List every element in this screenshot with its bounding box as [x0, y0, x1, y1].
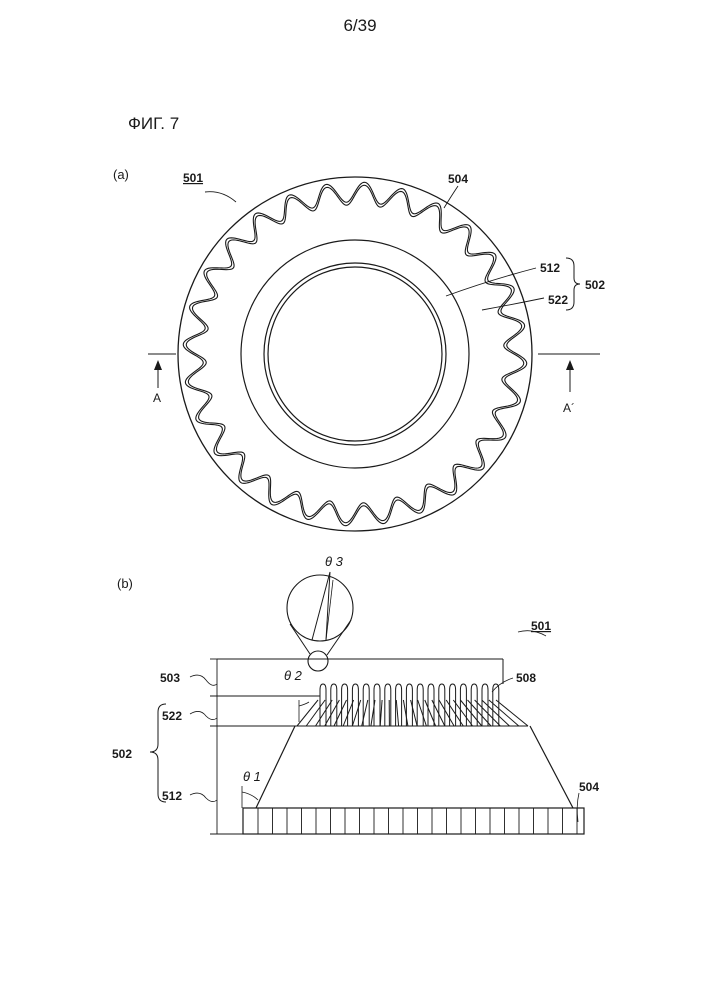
- theta1-arc: [242, 792, 258, 800]
- panel-label-b: (b): [117, 576, 133, 591]
- theta3-label: θ 3: [325, 554, 344, 569]
- pleat-fold: [403, 700, 408, 726]
- arrowhead-right-icon: [566, 360, 574, 370]
- theta2-label: θ 2: [284, 668, 303, 683]
- pleat-loop: [331, 684, 337, 726]
- pleat-fold: [362, 700, 368, 726]
- ref-512-a: 512: [540, 261, 560, 275]
- pleat-loop: [374, 684, 380, 726]
- ref-503: 503: [160, 671, 180, 685]
- pleat-fold: [306, 700, 325, 726]
- leader-512-b: [190, 793, 217, 802]
- magnifier-target-circle: [308, 651, 328, 671]
- pleat-fold: [439, 700, 454, 726]
- ring-512-inner-circle: [268, 267, 442, 441]
- ring-522-circle: [241, 240, 469, 468]
- pleat-fold: [352, 700, 360, 726]
- pleat-fold: [297, 700, 318, 726]
- view-a-top-view: [148, 177, 600, 531]
- ref-501-a: 501: [183, 171, 203, 185]
- pleated-wave-outer: [183, 182, 526, 525]
- pleat-fold: [411, 700, 418, 726]
- pleat-loop: [417, 684, 423, 726]
- section-label-a: A: [153, 391, 161, 405]
- ring-512-outer-circle: [264, 263, 446, 445]
- leader-503: [190, 675, 217, 685]
- pleated-wave-inner: [186, 185, 523, 522]
- ref-502-a: 502: [585, 278, 605, 292]
- ref-502-b: 502: [112, 747, 132, 761]
- leader-501-a: [205, 192, 236, 202]
- ref-522-a: 522: [548, 293, 568, 307]
- pleat-fold: [418, 700, 427, 726]
- pleat-fold: [489, 700, 519, 726]
- leader-522-b: [190, 711, 217, 719]
- cone-right-edge: [530, 726, 573, 808]
- base-ring-ticks: [258, 808, 577, 834]
- leader-522-a: [482, 298, 544, 310]
- pleat-fold: [482, 700, 510, 726]
- pleat-loop: [385, 684, 391, 726]
- pleat-fold: [396, 700, 398, 726]
- ref-504-a: 504: [448, 172, 468, 186]
- section-label-a-prime: A´: [563, 401, 575, 415]
- pleat-fold: [496, 700, 528, 726]
- theta1-label: θ 1: [243, 769, 261, 784]
- pleat-loop: [352, 684, 358, 726]
- brace-502-a: [566, 258, 580, 310]
- pleat-fold: [453, 700, 472, 726]
- panel-label-a: (a): [113, 167, 129, 182]
- theta2-arc: [299, 702, 309, 706]
- cone-left-edge: [256, 726, 295, 808]
- outer-rim-circle: [178, 177, 532, 531]
- arrowhead-left-icon: [154, 360, 162, 370]
- pleat-loop: [460, 684, 466, 726]
- pleat-fold: [316, 700, 333, 726]
- view-b-side-view: [150, 572, 584, 834]
- magnifier-left-tangent: [290, 624, 310, 654]
- ref-522-b: 522: [162, 709, 182, 723]
- ref-508: 508: [516, 671, 536, 685]
- base-ring-504: [243, 808, 584, 834]
- magnifier-right-tangent: [327, 620, 351, 655]
- ref-512-b: 512: [162, 789, 182, 803]
- ref-504-b: 504: [579, 780, 599, 794]
- ref-501-b: 501: [531, 619, 551, 633]
